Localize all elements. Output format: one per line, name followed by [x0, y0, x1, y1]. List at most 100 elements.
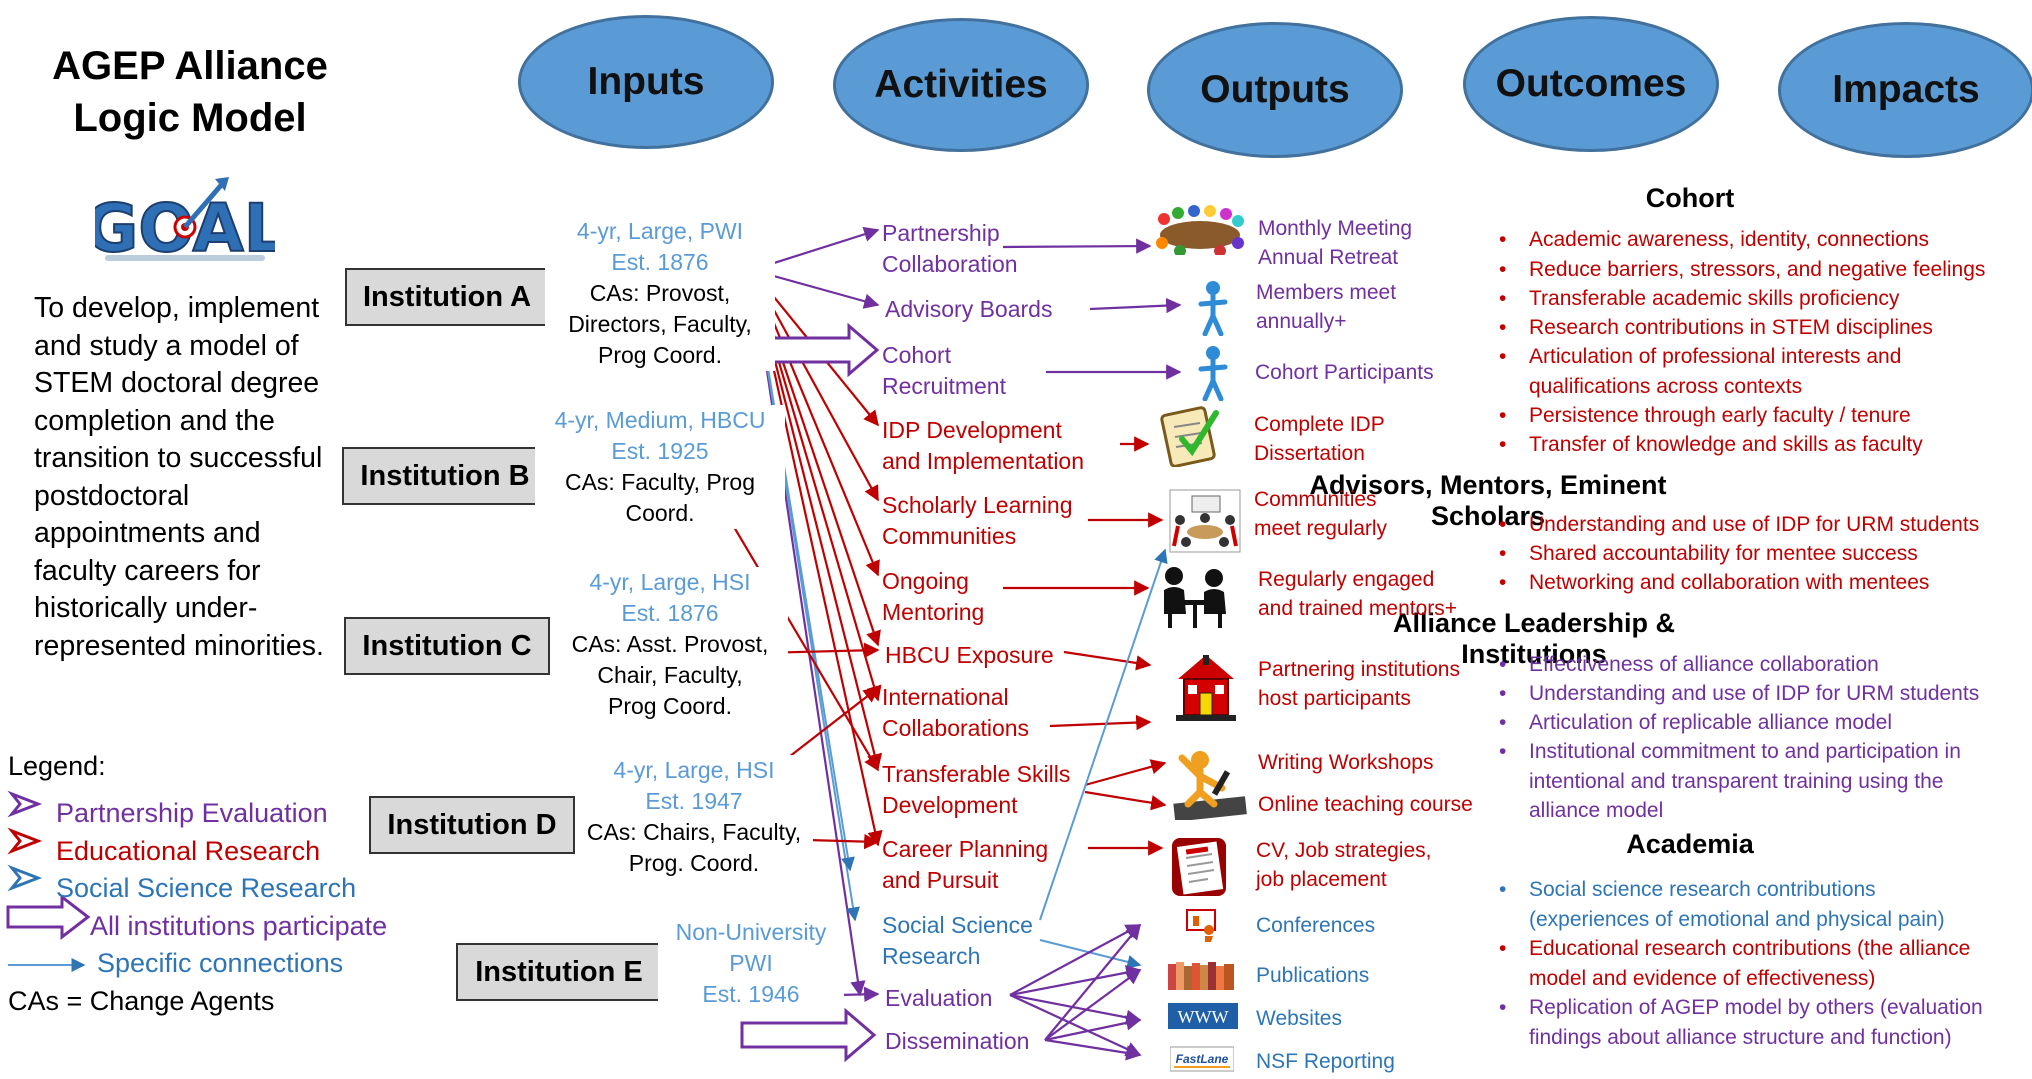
legend-partnership-evaluation: Partnership Evaluation	[56, 798, 328, 828]
activity-item: Dissemination	[885, 1026, 1029, 1057]
group-discussion-icon	[1168, 488, 1242, 559]
activity-label-line: International	[882, 684, 1009, 710]
header-activities: Activities	[833, 18, 1089, 152]
activity-label-line: and Pursuit	[882, 867, 999, 893]
output-label-line: CV, Job strategies,	[1256, 839, 1432, 862]
goal-line: appointments and	[34, 517, 261, 549]
goal-statement: To develop, implement and study a model …	[34, 290, 354, 665]
connector-arrow	[1084, 759, 1167, 787]
activity-item: Advisory Boards	[885, 294, 1052, 325]
legend-note: CAs = Change Agents	[8, 986, 275, 1016]
impact-bullet: Shared accountability for mentee success	[1493, 539, 2032, 569]
impact-bullet-line: intentional and transparent training usi…	[1529, 769, 1944, 793]
impact-bullet: Transfer of knowledge and skills as facu…	[1493, 430, 2032, 460]
impact-bullet-line: Networking and collaboration with mentee…	[1529, 571, 1930, 594]
presentation-icon	[1183, 906, 1219, 947]
output-label-line: and trained mentors+	[1258, 597, 1458, 620]
institution-cas: CAs: Faculty, Prog	[564, 469, 756, 495]
activity-label-line: Ongoing	[882, 568, 969, 594]
connector-arrow	[1002, 238, 1152, 254]
institution-est: PWI	[729, 950, 773, 976]
output-item: NSF Reporting	[1256, 1047, 1395, 1076]
impact-bullet: Research contributions in STEM disciplin…	[1493, 313, 2032, 343]
impact-bullet-line: alliance model	[1529, 799, 1664, 822]
goal-line: completion and the	[34, 404, 275, 437]
goal-line: and study a model of	[34, 329, 299, 362]
diagram-title: AGEP Alliance Logic Model	[30, 40, 350, 144]
output-item: Publications	[1256, 961, 1369, 990]
legend-all-institutions: All institutions participate	[90, 910, 388, 941]
institution-cas: Prog Coord.	[597, 342, 722, 368]
connector-arrow	[1044, 1038, 1142, 1061]
curriculum-vitae-icon	[1170, 836, 1228, 903]
fastlane-text: FastLane	[1176, 1052, 1229, 1066]
institution-d-box: Institution D	[369, 796, 575, 854]
institution-type: Non-University	[675, 919, 827, 945]
impact-bullet-line: Transfer of knowledge and skills as facu…	[1529, 433, 1923, 456]
institution-type: 4-yr, Medium, HBCU	[554, 407, 766, 433]
activity-label-line: Recruitment	[882, 373, 1006, 399]
output-label-line: Online teaching course	[1258, 793, 1473, 816]
goal-line: represented minorities.	[34, 629, 324, 662]
impact-bullet-line: Academic awareness, identity, connection…	[1529, 228, 1929, 251]
institution-a-details: 4-yr, Large, PWI Est. 1876 CAs: Provost,…	[545, 216, 775, 371]
connector-arrow	[807, 833, 880, 850]
output-label-line: Dissertation	[1254, 442, 1365, 465]
connector-arrow	[1084, 790, 1167, 811]
institution-cas: CAs: Provost,	[589, 280, 731, 306]
output-label-line: Communities	[1254, 488, 1377, 511]
legend-block-arrow-icon	[6, 893, 91, 941]
output-item: Communities meet regularly	[1254, 485, 1387, 543]
impact-bullet: Institutional commitment to and particip…	[1493, 737, 2032, 826]
activity-label-line: HBCU Exposure	[885, 642, 1054, 668]
header-outputs: Outputs	[1147, 22, 1403, 158]
connector-arrow	[1044, 923, 1141, 1041]
output-label-line: meet regularly	[1254, 517, 1388, 540]
activity-label-line: Transferable Skills	[882, 761, 1071, 787]
output-label-line: Publications	[1256, 964, 1370, 987]
institution-d-details: 4-yr, Large, HSI Est. 1947 CAs: Chairs, …	[575, 755, 813, 879]
output-label-line: job placement	[1256, 868, 1387, 891]
header-inputs: Inputs	[518, 15, 774, 149]
connector-arrow	[1009, 924, 1142, 996]
output-label-line: Websites	[1256, 1007, 1342, 1030]
activity-label-line: Dissemination	[885, 1028, 1030, 1054]
impact-bullet: Social science research contributions(ex…	[1493, 875, 2032, 934]
activity-label-line: and Implementation	[882, 448, 1085, 474]
activity-item: Evaluation	[885, 983, 992, 1014]
activity-label-line: Evaluation	[885, 985, 993, 1011]
impact-heading: Cohort	[1645, 183, 1735, 213]
impact-bullet: Educational research contributions (the …	[1493, 934, 2032, 993]
activity-label-line: Partnership	[882, 220, 1000, 246]
activity-label-line: Communities	[882, 523, 1017, 549]
impact-bullet: Persistence through early faculty / tenu…	[1493, 401, 2032, 431]
impact-bullet-line: Effectiveness of alliance collaboration	[1529, 653, 1879, 676]
output-item: CV, Job strategies, job placement	[1256, 836, 1432, 894]
connector-arrow	[1009, 965, 1142, 997]
connector-arrow	[1049, 714, 1152, 731]
goal-target-icon: GOAL	[83, 175, 287, 268]
www-icon: WWW	[1168, 1003, 1238, 1034]
institution-cas: Directors, Faculty,	[568, 311, 752, 337]
activity-label-line: Development	[882, 792, 1018, 818]
institution-c-details: 4-yr, Large, HSI Est. 1876 CAs: Asst. Pr…	[552, 567, 788, 722]
institution-type: 4-yr, Large, HSI	[589, 569, 751, 595]
activity-item: HBCU Exposure	[885, 640, 1054, 671]
institution-est: Est. 1876	[621, 600, 719, 626]
output-label-line: NSF Reporting	[1256, 1050, 1395, 1073]
impact-bullet-line: Transferable academic skills proficiency	[1529, 287, 1900, 310]
institution-e-box: Institution E	[456, 943, 662, 1001]
impact-bullet-line: (experiences of emotional and physical p…	[1529, 907, 1945, 931]
institution-est: Est. 1946	[702, 981, 800, 1007]
output-label-line: Complete IDP	[1254, 413, 1385, 436]
connector-arrow	[784, 687, 880, 761]
person-figure-icon	[1195, 280, 1231, 341]
institution-type: 4-yr, Large, HSI	[613, 757, 775, 783]
impact-bullet-line: Articulation of professional interests a…	[1529, 345, 1902, 368]
